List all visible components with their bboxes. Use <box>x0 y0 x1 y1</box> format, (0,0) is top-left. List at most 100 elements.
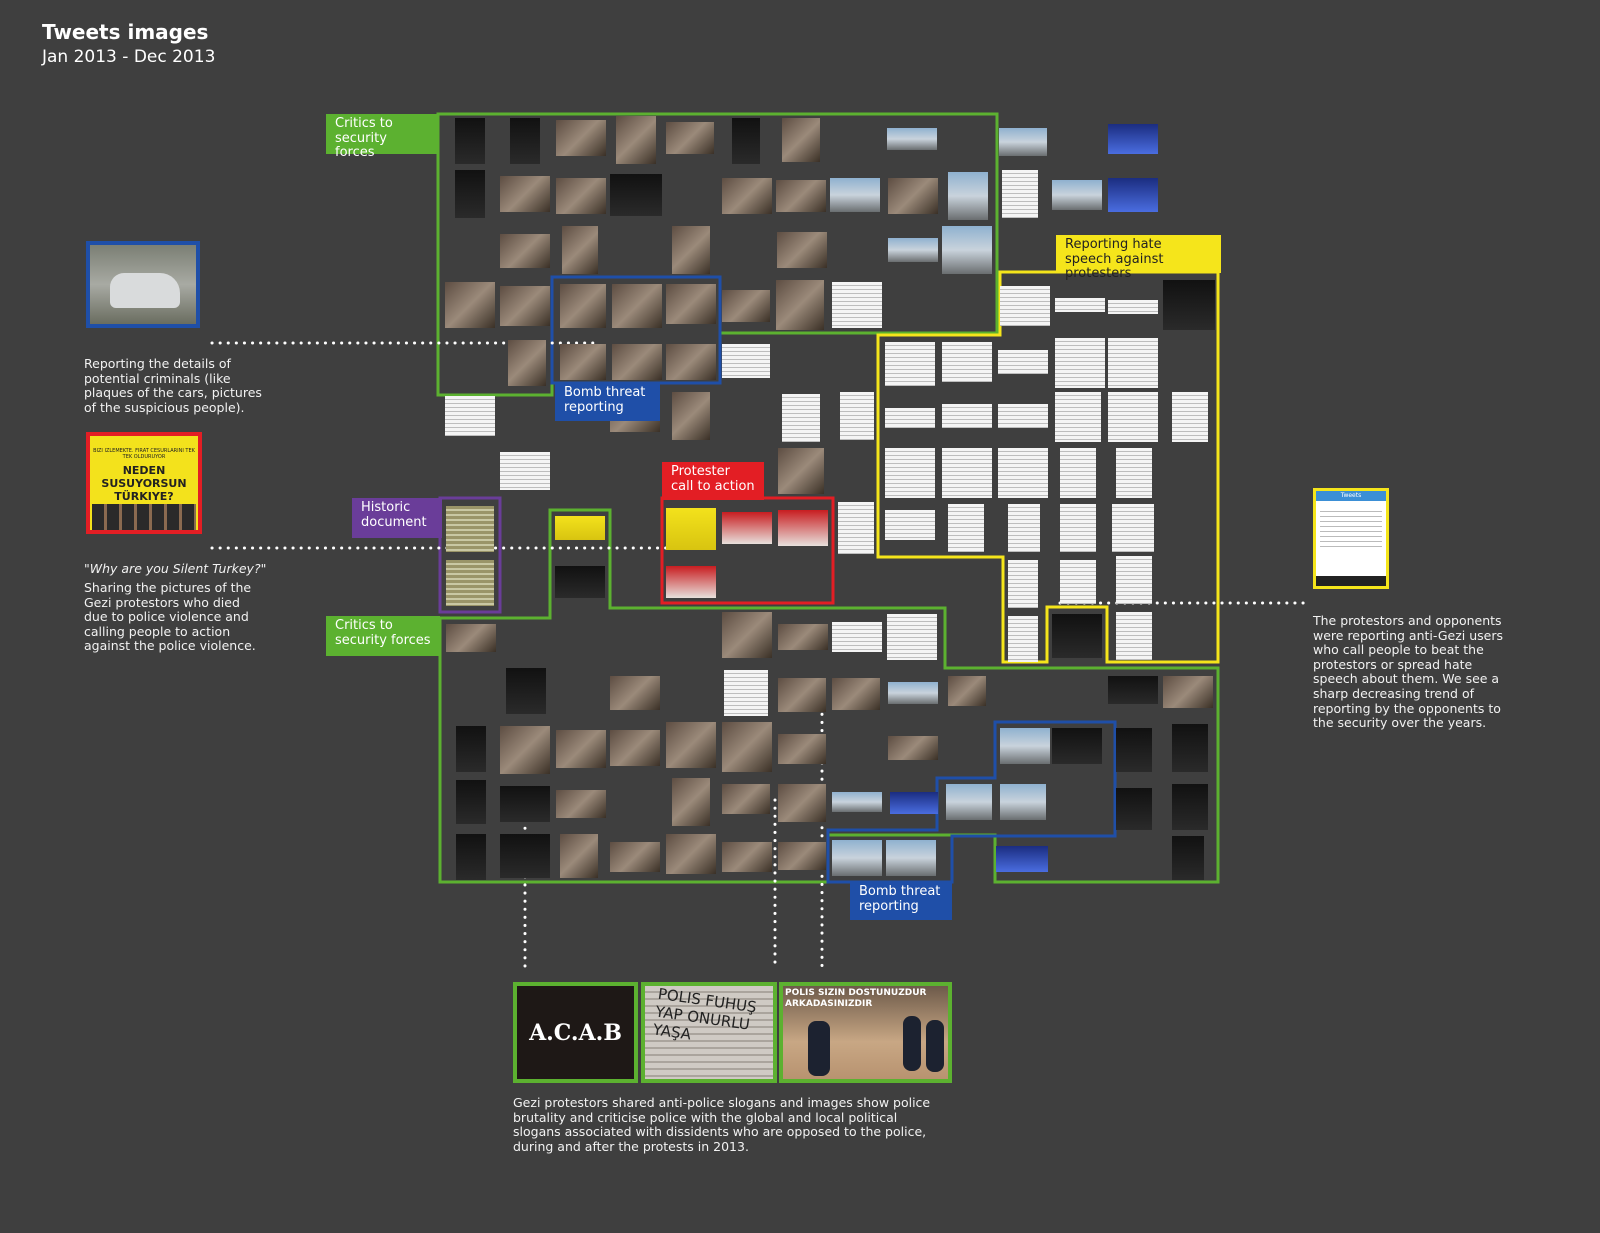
tweet-image-thumbnail <box>778 678 826 712</box>
tweet-image-thumbnail <box>888 682 938 704</box>
tweet-image-thumbnail <box>888 736 938 760</box>
label-call-to-action: Protester call to action <box>662 462 764 500</box>
tweet-image-thumbnail <box>610 842 660 872</box>
tweet-image-thumbnail <box>610 676 660 710</box>
tweet-image-thumbnail <box>722 722 772 772</box>
critics-bottom-outline <box>438 508 1220 884</box>
tweet-image-thumbnail <box>555 516 605 540</box>
tweet-image-thumbnail <box>942 226 992 274</box>
annotation-hate-text: The protestors and opponents were report… <box>1313 613 1504 731</box>
tweet-image-thumbnail <box>1000 728 1050 764</box>
tweet-image-thumbnail <box>885 342 935 386</box>
tweet-image-thumbnail <box>1172 836 1204 880</box>
tweet-image-thumbnail <box>887 614 937 660</box>
tweet-image-thumbnail <box>666 508 716 550</box>
tweet-image-thumbnail <box>456 780 486 824</box>
tweet-image-thumbnail <box>1163 676 1213 708</box>
tweet-image-thumbnail <box>830 178 880 212</box>
police-image: POLIS SIZIN DOSTUNUZDUR ARKADASINIZDIR <box>779 982 952 1083</box>
tweet-image-thumbnail <box>1052 614 1102 658</box>
tweet-image-thumbnail <box>1052 728 1102 764</box>
tweet-image-thumbnail <box>732 118 760 164</box>
annotation-criminals: Reporting the details of potential crimi… <box>84 356 262 415</box>
tweet-image-thumbnail <box>942 448 992 498</box>
annotation-silent-text: Sharing the pictures of the Gezi protest… <box>84 580 256 654</box>
tweet-text-lines <box>1320 507 1382 547</box>
tweet-image-thumbnail <box>500 286 550 326</box>
page-title: Tweets images <box>42 20 209 44</box>
tweet-image-thumbnail <box>999 128 1047 156</box>
tweet-image-thumbnail <box>946 784 992 820</box>
tweet-image-thumbnail <box>777 232 827 268</box>
tweet-image-thumbnail <box>1000 286 1050 326</box>
tweet-image-thumbnail <box>445 282 495 328</box>
tweet-image-thumbnail <box>455 170 485 218</box>
tweet-image-thumbnail <box>778 448 824 494</box>
tweet-image-thumbnail <box>1008 616 1038 662</box>
tweet-image-thumbnail <box>942 342 992 382</box>
police-figure <box>926 1020 944 1072</box>
tweet-image-thumbnail <box>776 180 826 212</box>
tweet-image-thumbnail <box>832 678 880 710</box>
tweet-image-thumbnail <box>1108 124 1158 154</box>
poster-headline: NEDEN SUSUYORSUN TÜRKIYE? <box>101 464 187 503</box>
police-figure <box>903 1016 921 1071</box>
tweet-image-thumbnail <box>500 176 550 212</box>
tweet-image-thumbnail <box>1116 788 1152 830</box>
tweet-image-thumbnail <box>996 846 1048 872</box>
tweet-image-thumbnail <box>500 834 550 878</box>
tweet-image-thumbnail <box>1000 784 1046 820</box>
tweet-image-thumbnail <box>1172 784 1208 830</box>
annotation-silent-quote: "Why are you Silent Turkey?" <box>84 561 267 576</box>
tweet-image-thumbnail <box>616 116 656 164</box>
tweet-image-thumbnail <box>1060 504 1096 552</box>
tweet-image-thumbnail <box>1172 724 1208 772</box>
tweet-image-thumbnail <box>1172 392 1208 442</box>
label-critics-bottom: Critics to security forces <box>326 616 440 656</box>
police-figure <box>808 1021 830 1076</box>
label-critics-top: Critics to security forces <box>326 114 438 160</box>
tweet-image-thumbnail <box>832 282 882 328</box>
tweet-image-thumbnail <box>722 784 770 814</box>
tweet-image-thumbnail <box>1116 728 1152 772</box>
tweet-image-thumbnail <box>776 280 824 330</box>
tweet-image-thumbnail <box>722 344 770 378</box>
tweet-image-thumbnail <box>556 120 606 156</box>
tweet-image-thumbnail <box>508 340 546 386</box>
tweet-image-thumbnail <box>1116 612 1152 660</box>
tweet-image-thumbnail <box>722 290 770 322</box>
tweet-image-thumbnail <box>445 396 495 436</box>
tweet-image-thumbnail <box>500 726 550 774</box>
tweet-image-thumbnail <box>1163 280 1215 330</box>
hate-speech-outline <box>876 270 1220 664</box>
label-historic: Historic document <box>352 498 442 538</box>
tweet-image-thumbnail <box>556 178 606 214</box>
graffiti-image: POLIS FUHUŞ YAP ONURLU YAŞA <box>641 982 777 1083</box>
silent-turkey-poster: BIZI IZLEMEKTE. FIRAT CESURLARINI TEK TE… <box>86 432 202 534</box>
tweet-image-thumbnail <box>778 784 826 822</box>
tweet-image-thumbnail <box>942 404 992 428</box>
tweet-image-thumbnail <box>556 730 606 768</box>
tweet-image-thumbnail <box>782 118 820 162</box>
tweet-image-thumbnail <box>672 226 710 274</box>
tweet-image-thumbnail <box>885 408 935 428</box>
annotation-slogans: Gezi protestors shared anti-police sloga… <box>513 1095 931 1154</box>
tweet-image-thumbnail <box>890 792 938 814</box>
car-photo <box>86 241 200 328</box>
tweet-image-thumbnail <box>948 676 986 706</box>
tweet-image-thumbnail <box>560 834 598 878</box>
tweet-image-thumbnail <box>1108 392 1158 442</box>
tweet-image-thumbnail <box>722 612 772 658</box>
tweet-image-thumbnail <box>998 350 1048 374</box>
graffiti-text: POLIS FUHUŞ YAP ONURLU YAŞA <box>651 984 758 1044</box>
tweet-image-thumbnail <box>998 448 1048 498</box>
bomb-top-outline <box>550 275 722 385</box>
phone-header: Tweets <box>1316 491 1386 501</box>
tweet-image-thumbnail <box>888 238 938 262</box>
tweet-image-thumbnail <box>610 174 662 216</box>
tweet-image-thumbnail <box>1052 180 1102 210</box>
tweet-image-thumbnail <box>506 668 546 714</box>
tweet-image-thumbnail <box>782 394 820 442</box>
tweet-image-thumbnail <box>832 792 882 812</box>
tweet-image-thumbnail <box>1008 560 1038 608</box>
